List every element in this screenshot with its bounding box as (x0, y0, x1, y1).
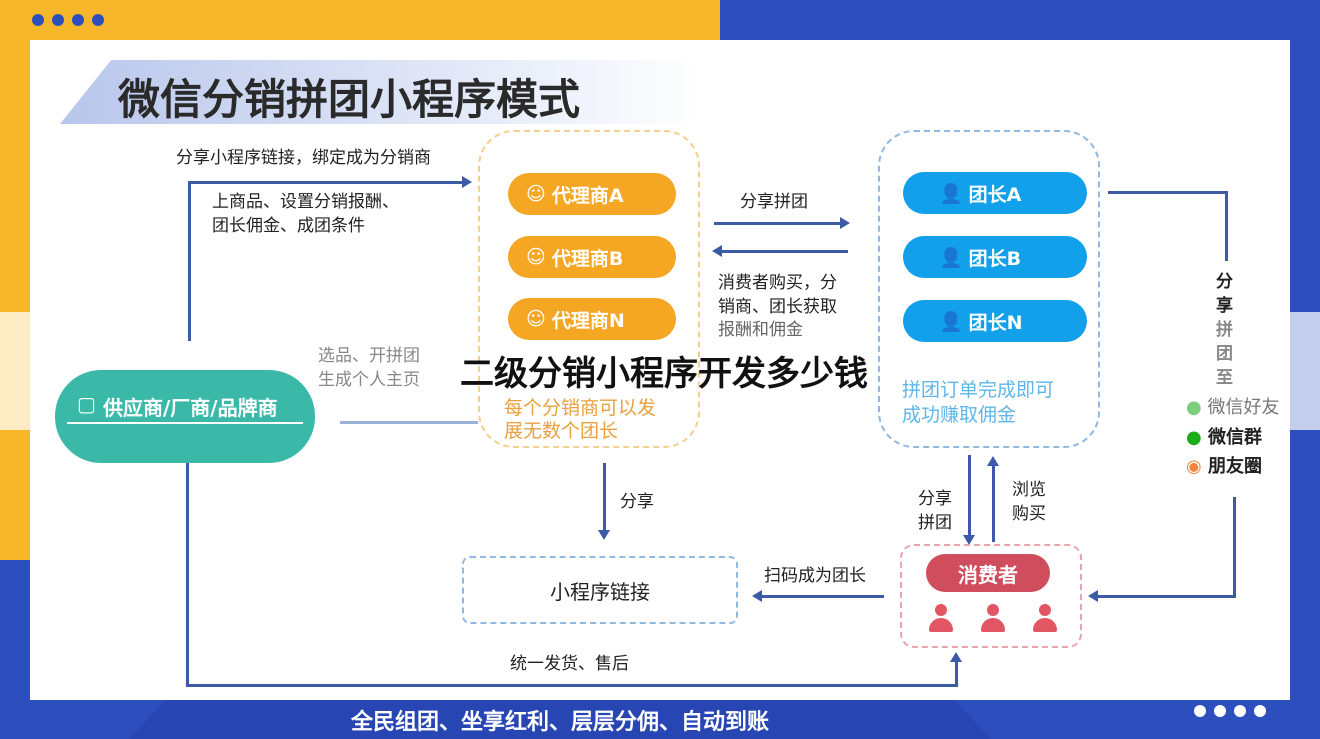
setup-text-2: 团长佣金、成团条件 (212, 216, 365, 236)
share-text: 分享 (620, 492, 654, 512)
diagram-title: 微信分销拼团小程序模式 (118, 75, 581, 124)
agent-note-1: 每个分销商可以发 (504, 397, 657, 419)
supplier-node: ▢ 供应商/厂商/品牌商 (55, 370, 315, 463)
browse-buy-2: 购买 (1012, 504, 1046, 524)
leader-a: 👤团长A (903, 172, 1087, 214)
person-icon (926, 604, 956, 634)
arrow-up-icon (987, 456, 999, 466)
consumer-buy-3: 报酬和佣金 (718, 320, 803, 340)
person-icon (1030, 604, 1060, 634)
agent-group (478, 130, 700, 448)
leader-note-1: 拼团订单完成即可 (902, 379, 1055, 401)
moments-icon: ◉ (1186, 456, 1202, 477)
share-bind-text: 分享小程序链接，绑定成为分销商 (176, 148, 431, 168)
group-icon: ☺ (526, 246, 546, 268)
leader-b: 👤团长B (903, 236, 1087, 278)
channel-wechat-group: ● 微信群 (1186, 427, 1262, 448)
scan-text: 扫码成为团长 (764, 566, 866, 586)
arrow-left-icon (712, 245, 722, 257)
consumer-node: 消费者 (900, 544, 1082, 648)
share-group-text: 分享拼团 (740, 192, 808, 212)
share-to-text: 分享拼团至 (1216, 272, 1233, 388)
arrow-right-icon (840, 217, 850, 229)
group-icon: ☺ (526, 308, 546, 330)
share-group-v-1: 分享 (918, 489, 952, 509)
arrow-down-icon (598, 530, 610, 540)
consumer-label: 消费者 (926, 554, 1050, 592)
user-icon: 👤 (939, 246, 963, 269)
agent-n: ☺代理商N (508, 298, 676, 340)
select-text-2: 生成个人主页 (318, 370, 420, 390)
person-icon (978, 604, 1008, 634)
decor-dots (32, 14, 104, 26)
arrow-icon (462, 176, 472, 188)
agent-note-2: 展无数个团长 (504, 420, 619, 442)
browse-buy-1: 浏览 (1012, 480, 1046, 500)
channel-moments: ◉ 朋友圈 (1186, 456, 1262, 477)
agent-b: ☺代理商B (508, 236, 676, 278)
mini-program-link: 小程序链接 (462, 556, 738, 624)
title-bar (60, 60, 700, 124)
leader-n: 👤团长N (903, 300, 1087, 342)
box-icon: ▢ (77, 392, 96, 416)
consumer-buy-1: 消费者购买，分 (718, 273, 837, 293)
agent-a: ☺代理商A (508, 173, 676, 215)
consumer-buy-2: 销商、团长获取 (718, 297, 837, 317)
share-group-v-2: 拼团 (918, 513, 952, 533)
arrow-left-icon (1088, 590, 1098, 602)
supplier-label: 供应商/厂商/品牌商 (103, 396, 278, 420)
user-icon: 👤 (939, 182, 963, 205)
leader-group (878, 130, 1100, 448)
select-text-1: 选品、开拼团 (318, 346, 420, 366)
user-icon: 👤 (939, 310, 963, 333)
arrow-left-icon (752, 590, 762, 602)
wechat-icon: ● (1186, 427, 1202, 448)
ship-text: 统一发货、售后 (510, 654, 629, 674)
setup-text-1: 上商品、设置分销报酬、 (212, 192, 399, 212)
wechat-icon: ● (1186, 397, 1202, 418)
channel-wechat-friend: ● 微信好友 (1186, 397, 1280, 418)
arrow-down-icon (963, 535, 975, 545)
arrow-up-icon (950, 652, 962, 662)
bottom-banner: 全民组团、坐享红利、层层分佣、自动到账 (130, 700, 990, 739)
decor-dots (1194, 705, 1266, 717)
group-icon: ☺ (526, 183, 546, 205)
leader-note-2: 成功赚取佣金 (902, 404, 1017, 426)
